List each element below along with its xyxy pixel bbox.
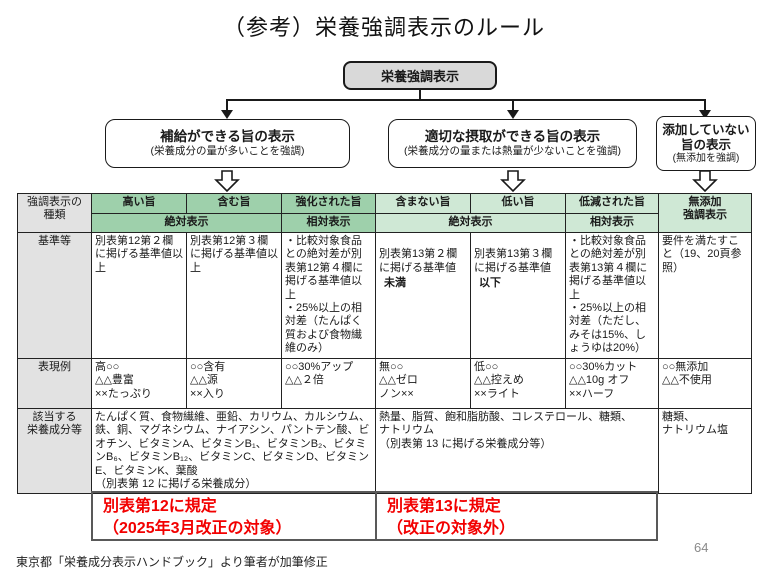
down-arrow-icon	[699, 110, 711, 119]
subheader-relative-right: 相対表示	[565, 213, 659, 233]
connector-horizontal-line	[226, 99, 706, 101]
col-header-reduced: 低減された旨	[565, 193, 659, 214]
cell-criteria-low: 別表第13第３欄に掲げる基準値 以下	[470, 232, 566, 359]
flowchart-root-label: 栄養強調表示	[380, 69, 459, 84]
criteria-low-threshold: 以下	[479, 277, 501, 290]
branch-box-supplement: 補給ができる旨の表示 (栄養成分の量が多いことを強調)	[105, 119, 350, 168]
col-header-contain: 含む旨	[186, 193, 282, 214]
subheader-absolute-left: 絶対表示	[91, 213, 282, 233]
subheader-relative-left: 相対表示	[281, 213, 376, 233]
cell-criteria-free: 別表第13第２欄に掲げる基準値 未満	[375, 232, 471, 359]
cell-criteria-no-additive: 要件を満たすこと（19、20頁参照）	[658, 232, 752, 359]
cell-examples-no-additive: ○○無添加 △△不使用	[658, 358, 752, 409]
connector-stem-middle	[512, 99, 514, 111]
annotation-row: 別表第12に規定 （2025年3月改正の対象） 別表第13に規定 （改正の対象外…	[91, 491, 658, 541]
cell-criteria-reduced: ・比較対象食品との絶対差が別表第13第４欄に掲げる基準値以上 ・25%以上の相対…	[565, 232, 659, 359]
note-table12: 別表第12に規定 （2025年3月改正の対象）	[93, 493, 377, 539]
hollow-down-arrow-icon	[214, 170, 240, 192]
row-label-nutrients: 該当する 栄養成分等	[17, 407, 92, 495]
col-header-free: 含まない旨	[375, 193, 471, 214]
col-header-no-additive: 無添加 強調表示	[658, 193, 752, 233]
connector-root-stem	[419, 90, 421, 100]
subheader-absolute-right: 絶対表示	[375, 213, 566, 233]
note-table13: 別表第13に規定 （改正の対象外）	[387, 498, 516, 537]
page-number: 64	[694, 540, 709, 555]
cell-examples-reduced: ○○30%カット △△10g オフ ××ハーフ	[565, 358, 659, 409]
flowchart-root-box: 栄養強調表示	[343, 61, 497, 90]
branch-title: 添加していない 旨の表示	[662, 123, 750, 152]
row-label-examples: 表現例	[17, 358, 92, 409]
branch-title: 補給ができる旨の表示	[160, 129, 295, 145]
cell-nutrients-no-additive: 糖類、 ナトリウム塩	[658, 407, 752, 495]
cell-nutrients-table12: たんぱく質、食物繊維、亜鉛、カリウム、カルシウム、鉄、銅、マグネシウム、ナイアシ…	[91, 407, 376, 495]
criteria-free-text: 別表第13第２欄に掲げる基準値	[379, 248, 458, 274]
branch-box-no-additive: 添加していない 旨の表示 (無添加を強調)	[656, 116, 756, 171]
source-footer: 東京都「栄養成分表示ハンドブック」より筆者が加筆修正	[16, 555, 328, 569]
connector-stem-left	[226, 99, 228, 111]
col-header-fortified: 強化された旨	[281, 193, 376, 214]
cell-examples-contain: ○○含有 △△源 ××入り	[186, 358, 282, 409]
branch-subtitle: (栄養成分の量が多いことを強調)	[150, 144, 305, 157]
criteria-low-text: 別表第13第３欄に掲げる基準値	[474, 248, 553, 274]
row-label-criteria: 基準等	[17, 232, 92, 359]
cell-examples-fortified: ○○30%アップ △△２倍	[281, 358, 376, 409]
cell-criteria-high: 別表第12第２欄に掲げる基準値以上	[91, 232, 187, 359]
connector-stem-right	[704, 99, 706, 111]
nutrition-claim-rules-table: 強調表示の 種類 高い旨 含む旨 強化された旨 含まない旨 低い旨 低減された旨…	[17, 193, 752, 495]
branch-subtitle: (無添加を強調)	[672, 152, 740, 164]
table-corner-header: 強調表示の 種類	[17, 193, 92, 233]
branch-subtitle: (栄養成分の量または熱量が少ないことを強調)	[404, 144, 621, 157]
cell-criteria-fortified: ・比較対象食品との絶対差が別表第12第４欄に掲げる基準値以上 ・25%以上の相対…	[281, 232, 376, 359]
down-arrow-icon	[221, 110, 233, 119]
cell-examples-high: 高○○ △△豊富 ××たっぷり	[91, 358, 187, 409]
hollow-down-arrow-icon	[692, 170, 718, 192]
cell-examples-low: 低○○ △△控えめ ××ライト	[470, 358, 566, 409]
down-arrow-icon	[507, 110, 519, 119]
branch-box-appropriate-intake: 適切な摂取ができる旨の表示 (栄養成分の量または熱量が少ないことを強調)	[388, 119, 637, 168]
cell-examples-free: 無○○ △△ゼロ ノン××	[375, 358, 471, 409]
criteria-free-threshold: 未満	[384, 277, 406, 290]
branch-title: 適切な摂取ができる旨の表示	[424, 129, 601, 145]
page-title: （参考）栄養強調表示のルール	[222, 15, 545, 40]
col-header-low: 低い旨	[470, 193, 566, 214]
hollow-down-arrow-icon	[500, 170, 526, 192]
cell-criteria-contain: 別表第12第３欄に掲げる基準値以上	[186, 232, 282, 359]
cell-nutrients-table13: 熱量、脂質、飽和脂肪酸、コレステロール、糖類、 ナトリウム （別表第 13 に掲…	[375, 407, 659, 495]
col-header-high: 高い旨	[91, 193, 187, 214]
